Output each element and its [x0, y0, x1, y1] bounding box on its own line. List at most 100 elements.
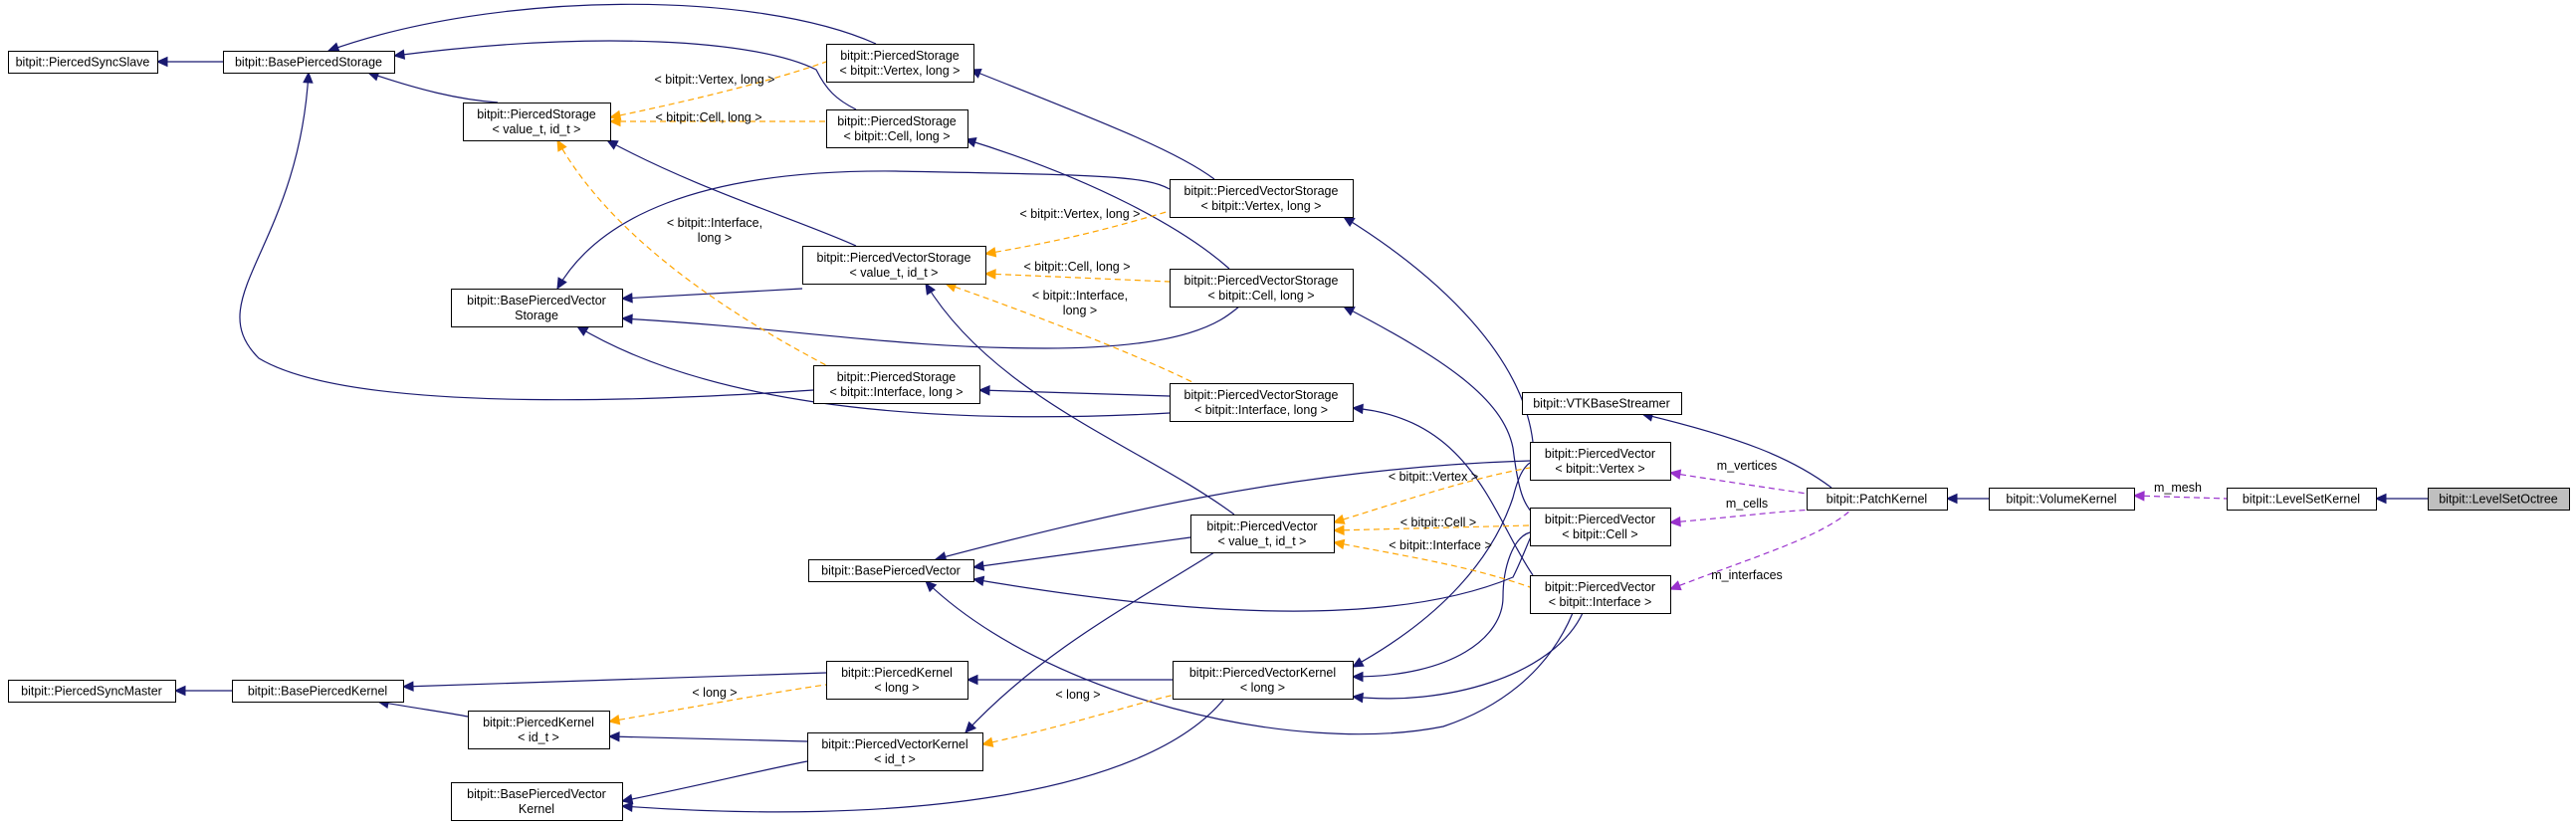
- class-node-n-bpk[interactable]: bitpit::BasePiercedKernel: [232, 680, 404, 703]
- edge-label-l-interface-long-pvs: < bitpit::Interface,long >: [1032, 289, 1128, 317]
- class-node-n-lso[interactable]: bitpit::LevelSetOctree: [2428, 488, 2570, 511]
- class-node-box[interactable]: [463, 103, 611, 141]
- class-node-label: < bitpit::Interface, long >: [829, 385, 963, 399]
- edge-arrowhead: [173, 685, 186, 697]
- class-node-label: < value_t, id_t >: [850, 266, 939, 280]
- class-node-box[interactable]: [451, 289, 623, 327]
- class-node-box[interactable]: [1989, 488, 2135, 511]
- class-node-box[interactable]: [1522, 392, 1682, 415]
- class-node-n-pvsvl[interactable]: bitpit::PiercedVectorStorage< bitpit::Ve…: [1170, 179, 1354, 218]
- class-node-box[interactable]: [223, 51, 395, 74]
- class-node-n-bps[interactable]: bitpit::BasePiercedStorage: [223, 51, 395, 74]
- edge-arrowhead: [1945, 493, 1958, 505]
- class-node-n-psil[interactable]: bitpit::PiercedStorage< bitpit::Interfac…: [813, 365, 980, 404]
- edge-line: [402, 672, 827, 688]
- edge-line: [972, 531, 1534, 612]
- edge-line: [965, 551, 1215, 733]
- class-node-label: < bitpit::Vertex, long >: [840, 64, 961, 78]
- class-node-box[interactable]: [1807, 488, 1948, 511]
- edge-n_patch-to-n_pvc: [1668, 509, 1823, 527]
- class-node-n-pvi[interactable]: bitpit::PiercedVector< bitpit::Interface…: [1530, 575, 1671, 614]
- class-node-box[interactable]: [1173, 661, 1354, 700]
- edge-n_pvsvl-to-n_pvsv: [983, 210, 1171, 258]
- class-node-box[interactable]: [826, 661, 968, 700]
- class-node-n-master[interactable]: bitpit::PiercedSyncMaster: [8, 680, 176, 703]
- class-node-label: bitpit::PiercedStorage: [840, 49, 960, 63]
- edge-n_pvv-to-n_pvsv: [925, 282, 1235, 516]
- class-node-n-vtk[interactable]: bitpit::VTKBaseStreamer: [1522, 392, 1682, 415]
- edge-line: [621, 760, 808, 802]
- class-node-label: bitpit::PiercedVectorKernel: [821, 737, 967, 751]
- class-node-label: bitpit::LevelSetKernel: [2243, 493, 2360, 507]
- class-node-box[interactable]: [2428, 488, 2570, 511]
- class-node-box[interactable]: [468, 711, 610, 749]
- edge-line: [925, 283, 1235, 516]
- class-node-n-vol[interactable]: bitpit::VolumeKernel: [1989, 488, 2135, 511]
- edge-n_pvscl-to-n_bpvs: [620, 306, 1240, 349]
- class-node-label: < id_t >: [874, 752, 916, 766]
- class-node-box[interactable]: [826, 44, 974, 83]
- class-node-box[interactable]: [1170, 179, 1354, 218]
- edge-arrowhead: [1332, 538, 1346, 550]
- class-node-box[interactable]: [807, 732, 983, 771]
- edge-line: [239, 72, 814, 401]
- edge-n_patch-to-n_pvi: [1668, 509, 1852, 591]
- edge-line: [969, 69, 1215, 180]
- class-node-box[interactable]: [808, 559, 974, 582]
- class-node-n-pvv[interactable]: bitpit::PiercedVector< value_t, id_t >: [1190, 515, 1335, 553]
- edge-n_pvsil-to-n_psil: [977, 385, 1171, 397]
- edge-line: [978, 389, 1171, 397]
- class-node-n-pki[interactable]: bitpit::PiercedKernel< id_t >: [468, 711, 610, 749]
- class-node-n-pvkl[interactable]: bitpit::PiercedVectorKernel< long >: [1173, 661, 1354, 700]
- class-node-n-pscl[interactable]: bitpit::PiercedStorage< bitpit::Cell, lo…: [826, 109, 968, 148]
- class-node-n-pvscl[interactable]: bitpit::PiercedVectorStorage< bitpit::Ce…: [1170, 269, 1354, 308]
- class-node-box[interactable]: [8, 51, 158, 74]
- class-node-box[interactable]: [2227, 488, 2377, 511]
- class-node-box[interactable]: [232, 680, 404, 703]
- class-node-box[interactable]: [1170, 383, 1354, 422]
- class-node-box[interactable]: [813, 365, 980, 404]
- class-node-box[interactable]: [802, 246, 986, 285]
- edge-n_vol-to-n_patch: [1945, 493, 1989, 505]
- class-node-box[interactable]: [8, 680, 176, 703]
- class-node-n-bpv[interactable]: bitpit::BasePiercedVector: [808, 559, 974, 582]
- edge-n_psv-to-n_bps: [366, 71, 499, 104]
- class-node-box[interactable]: [826, 109, 968, 148]
- edge-n_pvv-to-n_pvki: [965, 551, 1215, 733]
- edge-n_psil-to-n_psv: [556, 138, 827, 366]
- edge-line: [984, 210, 1171, 255]
- edge-label-l-long-pvk: < long >: [1055, 688, 1100, 702]
- class-node-box[interactable]: [1190, 515, 1335, 553]
- edge-arrowhead: [983, 247, 997, 258]
- class-node-n-pvsv[interactable]: bitpit::PiercedVectorStorage< value_t, i…: [802, 246, 986, 285]
- class-node-n-psvl[interactable]: bitpit::PiercedStorage< bitpit::Vertex, …: [826, 44, 974, 83]
- class-node-n-slave[interactable]: bitpit::PiercedSyncSlave: [8, 51, 158, 74]
- edge-arrowhead: [925, 282, 936, 296]
- class-node-label: bitpit::LevelSetOctree: [2439, 493, 2558, 507]
- class-node-box[interactable]: [1170, 269, 1354, 308]
- class-node-n-pvki[interactable]: bitpit::PiercedVectorKernel< id_t >: [807, 732, 983, 771]
- class-node-box[interactable]: [1530, 575, 1671, 614]
- edge-line: [1352, 531, 1531, 678]
- class-node-n-patch[interactable]: bitpit::PatchKernel: [1807, 488, 1948, 511]
- edge-line: [377, 701, 469, 718]
- edge-n_pvc-to-n_pvkl: [1351, 531, 1531, 683]
- class-node-label: bitpit::PiercedVectorStorage: [1184, 388, 1339, 402]
- edge-layer: [155, 3, 2428, 813]
- class-node-label: bitpit::PiercedStorage: [477, 107, 596, 121]
- class-node-box[interactable]: [1530, 508, 1671, 546]
- class-node-n-pvc[interactable]: bitpit::PiercedVector< bitpit::Cell >: [1530, 508, 1671, 546]
- class-node-box[interactable]: [1530, 442, 1671, 481]
- class-node-n-pvvx[interactable]: bitpit::PiercedVector< bitpit::Vertex >: [1530, 442, 1671, 481]
- edge-line: [1333, 467, 1531, 523]
- class-node-box[interactable]: [451, 782, 623, 821]
- edge-n_pscl-to-n_psv: [608, 115, 826, 127]
- edge-line: [981, 694, 1176, 745]
- edge-line: [621, 306, 1240, 349]
- class-node-n-pkl[interactable]: bitpit::PiercedKernel< long >: [826, 661, 968, 700]
- class-node-n-pvsil[interactable]: bitpit::PiercedVectorStorage< bitpit::In…: [1170, 383, 1354, 422]
- class-node-n-psv[interactable]: bitpit::PiercedStorage< value_t, id_t >: [463, 103, 611, 141]
- class-node-n-lsk[interactable]: bitpit::LevelSetKernel: [2227, 488, 2377, 511]
